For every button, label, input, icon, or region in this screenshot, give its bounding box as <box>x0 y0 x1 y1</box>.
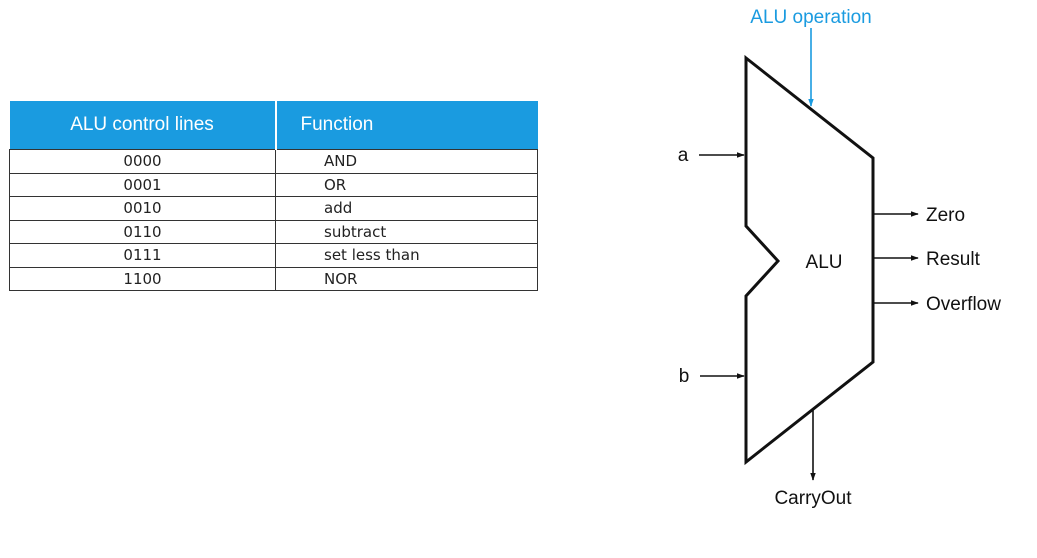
header-alu-control-lines: ALU control lines <box>9 101 276 150</box>
result-output-label: Result <box>926 249 981 270</box>
alu-control-table: ALU control lines Function 0000 AND 0001… <box>9 101 538 291</box>
control-code-cell: 0111 <box>9 243 276 268</box>
zero-output-label: Zero <box>926 205 965 226</box>
input-b-label: b <box>679 366 690 387</box>
table-row: 1100 NOR <box>9 266 538 291</box>
alu-body <box>744 54 875 466</box>
function-cell: AND <box>275 149 538 174</box>
function-cell: subtract <box>275 219 538 244</box>
control-code-cell: 1100 <box>9 266 276 291</box>
function-cell: add <box>275 196 538 221</box>
table-row: 0001 OR <box>9 172 538 197</box>
alu-operation-label: ALU operation <box>750 7 871 28</box>
overflow-output-label: Overflow <box>926 294 1001 315</box>
function-cell: set less than <box>275 243 538 268</box>
header-function: Function <box>274 101 538 150</box>
carryout-label: CarryOut <box>774 488 852 509</box>
table-row: 0111 set less than <box>9 243 538 268</box>
function-cell: OR <box>275 172 538 197</box>
alu-block-label: ALU <box>806 252 843 273</box>
table-row: 0010 add <box>9 196 538 221</box>
input-a-label: a <box>678 145 689 166</box>
control-code-cell: 0001 <box>9 172 276 197</box>
control-code-cell: 0010 <box>9 196 276 221</box>
table-header-row: ALU control lines Function <box>9 101 538 150</box>
function-cell: NOR <box>275 266 538 291</box>
